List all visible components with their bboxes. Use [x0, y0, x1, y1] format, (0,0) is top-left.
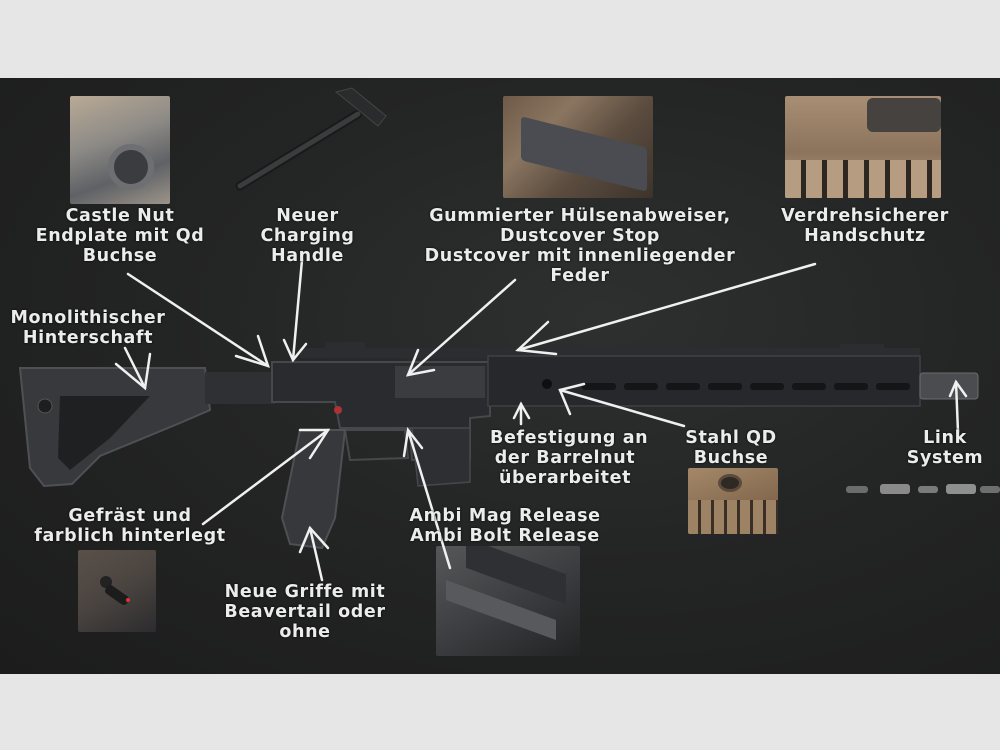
label-handguard: Verdrehsicherer Handschutz: [781, 206, 949, 246]
dustcover-photo: [503, 96, 653, 198]
label-qd-socket: Stahl QD Buchse: [685, 428, 777, 468]
ambi-release-photo: [436, 546, 580, 656]
label-stock: Monolithischer Hinterschaft: [10, 308, 166, 348]
label-castle-nut: Castle Nut Endplate mit Qd Buchse: [35, 206, 205, 266]
label-barrelnut: Befestigung an der Barrelnut überarbeite…: [490, 428, 649, 488]
label-dustcover: Gummierter Hülsenabweiser, Dustcover Sto…: [424, 206, 736, 286]
milled-selector-photo: [78, 550, 156, 632]
label-link-system: Link System: [906, 428, 984, 468]
label-charging-handle: Neuer Charging Handle: [260, 206, 355, 266]
handguard-photo: [785, 96, 941, 198]
label-grips: Neue Griffe mit Beavertail oder ohne: [224, 582, 386, 642]
feature-board: Castle Nut Endplate mit Qd Buchse Neuer …: [0, 78, 1000, 674]
label-ambi-release: Ambi Mag Release Ambi Bolt Release: [409, 506, 601, 546]
castle-nut-endplate-photo: [70, 96, 170, 204]
qd-socket-photo: [688, 468, 778, 534]
label-milled: Gefräst und farblich hinterlegt: [34, 506, 226, 546]
